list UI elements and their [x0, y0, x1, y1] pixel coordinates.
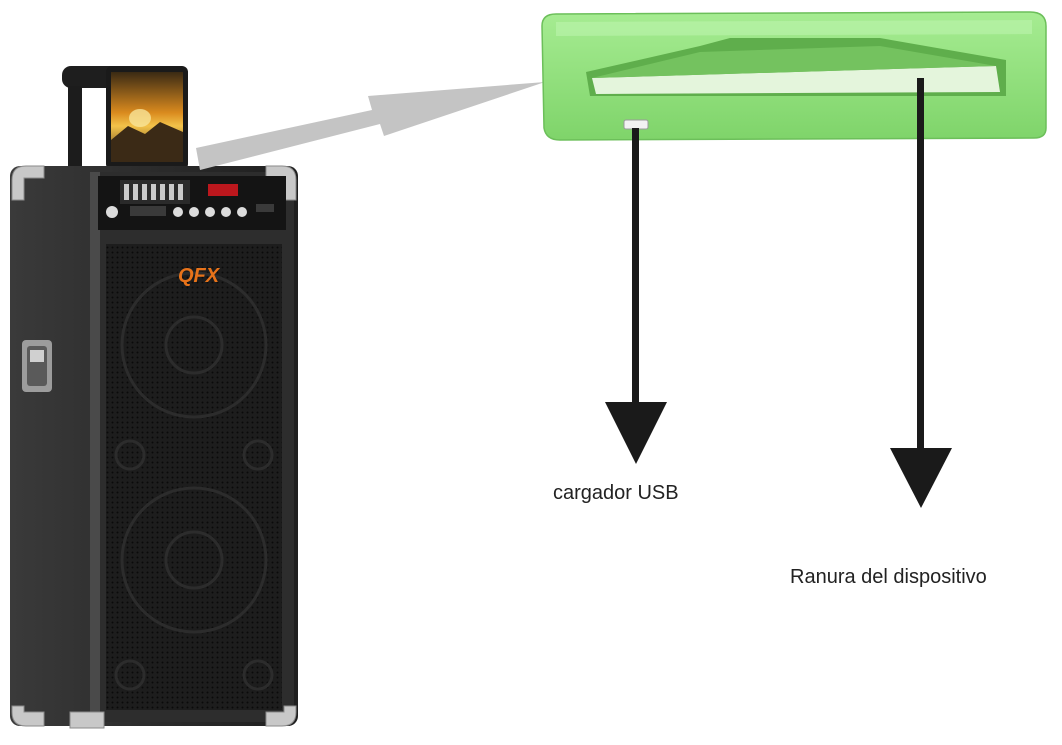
speaker-tower-image: QFX [10, 66, 298, 729]
woofers [114, 271, 274, 691]
device-slot-label: Ranura del dispositivo [790, 566, 987, 588]
usb-port [623, 119, 649, 130]
speaker-grille [106, 244, 282, 710]
callout-arrow-slot [890, 78, 952, 508]
control-panel [98, 176, 286, 230]
side-handle [22, 340, 52, 392]
docked-device [106, 66, 188, 170]
usb-charger-label: cargador USB [553, 482, 679, 504]
qfx-logo: QFX [178, 265, 221, 287]
dock-closeup [541, 11, 1047, 141]
zoom-pointer-arrow [196, 82, 545, 170]
corner-protectors [11, 165, 297, 729]
callout-arrow-usb [605, 128, 667, 464]
